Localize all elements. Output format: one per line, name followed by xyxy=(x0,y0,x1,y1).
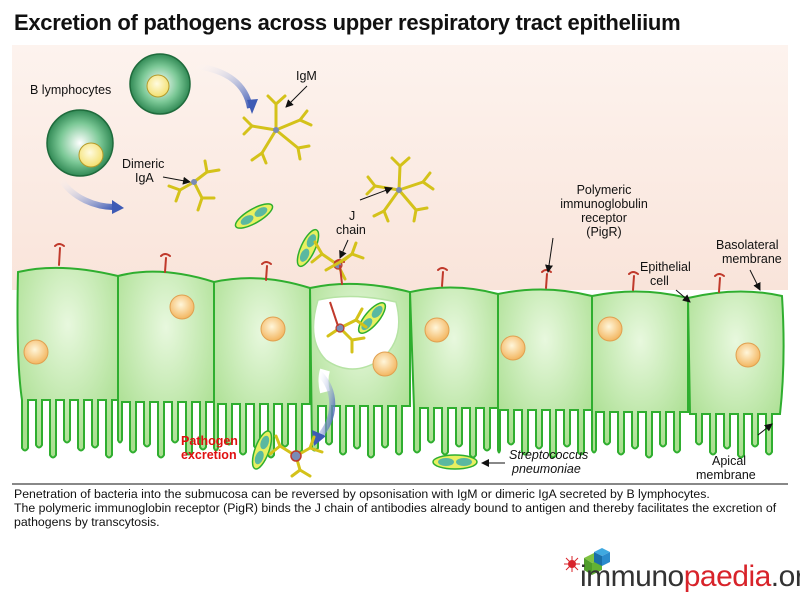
epithelial-cell xyxy=(408,286,499,459)
label-apical-line1: Apical xyxy=(712,454,746,468)
streptococcus-bacterium xyxy=(234,203,274,229)
j-chain-dot xyxy=(396,187,402,193)
pigr-receptor xyxy=(160,253,171,273)
nuclei xyxy=(23,294,761,377)
epithelium-diagram: B lymphocytes IgM Dimeric IgA J chain Po… xyxy=(12,45,788,485)
caption-line-2: The polymeric immunoglobin receptor (Pig… xyxy=(14,501,777,529)
page-title: Excretion of pathogens across upper resp… xyxy=(14,10,681,35)
arrow-head xyxy=(312,430,326,446)
immunopaedia-logo: immunopaedia.org xyxy=(560,548,800,598)
logo-text-paedia: paedia xyxy=(683,560,772,593)
leader-iga xyxy=(162,176,191,185)
b-lymphocyte-1 xyxy=(129,53,191,115)
pigr-receptor xyxy=(437,267,448,287)
leader-apical xyxy=(757,423,773,436)
transcytotic-vesicle xyxy=(312,295,400,394)
leader-j-chain-2 xyxy=(339,239,349,259)
b-lymphocyte-2 xyxy=(46,109,114,177)
label-j-chain-line2: chain xyxy=(336,223,366,237)
logo-text-immuno: immuno xyxy=(580,560,684,593)
nucleus xyxy=(500,335,526,361)
logo-text: immunopaedia.org xyxy=(580,560,800,594)
leader-epithelial xyxy=(675,289,691,303)
label-basolateral-line2: membrane xyxy=(722,252,782,266)
label-pigr-line2: immunoglobulin xyxy=(560,197,648,211)
label-apical-line2: membrane xyxy=(696,468,756,482)
label-epithelial-line2: cell xyxy=(650,274,669,288)
nucleus xyxy=(597,316,623,342)
epithelial-cell xyxy=(16,266,119,459)
epithelium xyxy=(16,266,785,459)
label-pathogen-excretion-line1: Pathogen xyxy=(181,434,238,448)
leader-basolateral xyxy=(749,269,761,291)
pigr-receptor xyxy=(329,301,339,327)
pigr-receptor xyxy=(54,243,65,266)
label-streptococcus-line1: Streptococcus xyxy=(509,448,588,462)
nucleus xyxy=(735,342,761,368)
secretion-arrow-iga xyxy=(57,176,119,211)
caption-line-1: Penetration of bacteria into the submuco… xyxy=(14,487,710,501)
arrow-head xyxy=(112,200,124,214)
label-pathogen-excretion-line2: excretion xyxy=(181,448,237,462)
label-igm: IgM xyxy=(296,69,317,83)
epithelial-cell xyxy=(213,277,311,459)
epithelial-cell xyxy=(497,288,593,459)
dimeric-iga xyxy=(167,159,221,212)
logo-text-org: .org xyxy=(770,560,800,593)
nucleus xyxy=(424,317,450,343)
label-basolateral-line1: Basolateral xyxy=(716,238,779,252)
label-b-lymphocytes: B lymphocytes xyxy=(30,83,111,97)
pigr-receptor xyxy=(714,273,725,293)
label-epithelial-line1: Epithelial xyxy=(640,260,691,274)
logo-cubes-icon xyxy=(564,548,610,575)
nucleus xyxy=(260,316,286,342)
j-chain-dot xyxy=(191,179,197,185)
epithelial-cell xyxy=(591,290,689,459)
pigr-receptor xyxy=(628,271,639,291)
arrow-head xyxy=(247,99,258,114)
leader-pigr xyxy=(545,237,554,273)
leader-j-chain-1 xyxy=(359,186,393,201)
label-pigr-line1: Polymeric xyxy=(577,183,632,197)
epithelial-cell xyxy=(117,270,215,459)
excreted-pathogen xyxy=(251,430,324,478)
figure-caption: Penetration of bacteria into the submuco… xyxy=(14,487,786,529)
epithelial-cell xyxy=(686,290,785,459)
nucleus xyxy=(372,351,398,377)
leader-igm xyxy=(285,85,308,108)
label-dimeric-iga-line1: Dimeric xyxy=(122,157,164,171)
label-streptococcus-line2: pneumoniae xyxy=(511,462,581,476)
nucleus xyxy=(23,339,49,365)
pigr-receptor xyxy=(261,261,272,281)
label-pigr-line4: (PigR) xyxy=(586,225,621,239)
igm-pentamer xyxy=(242,94,313,165)
label-dimeric-iga-line2: IgA xyxy=(135,171,154,185)
streptococcus-legend-bacterium xyxy=(432,454,478,470)
nucleus xyxy=(169,294,195,320)
j-chain-dot xyxy=(273,127,279,133)
excretion-arrow xyxy=(315,369,336,441)
label-pigr-line3: receptor xyxy=(581,211,627,225)
label-j-chain-line1: J xyxy=(349,209,355,223)
igm-pentamer-2 xyxy=(365,156,435,223)
